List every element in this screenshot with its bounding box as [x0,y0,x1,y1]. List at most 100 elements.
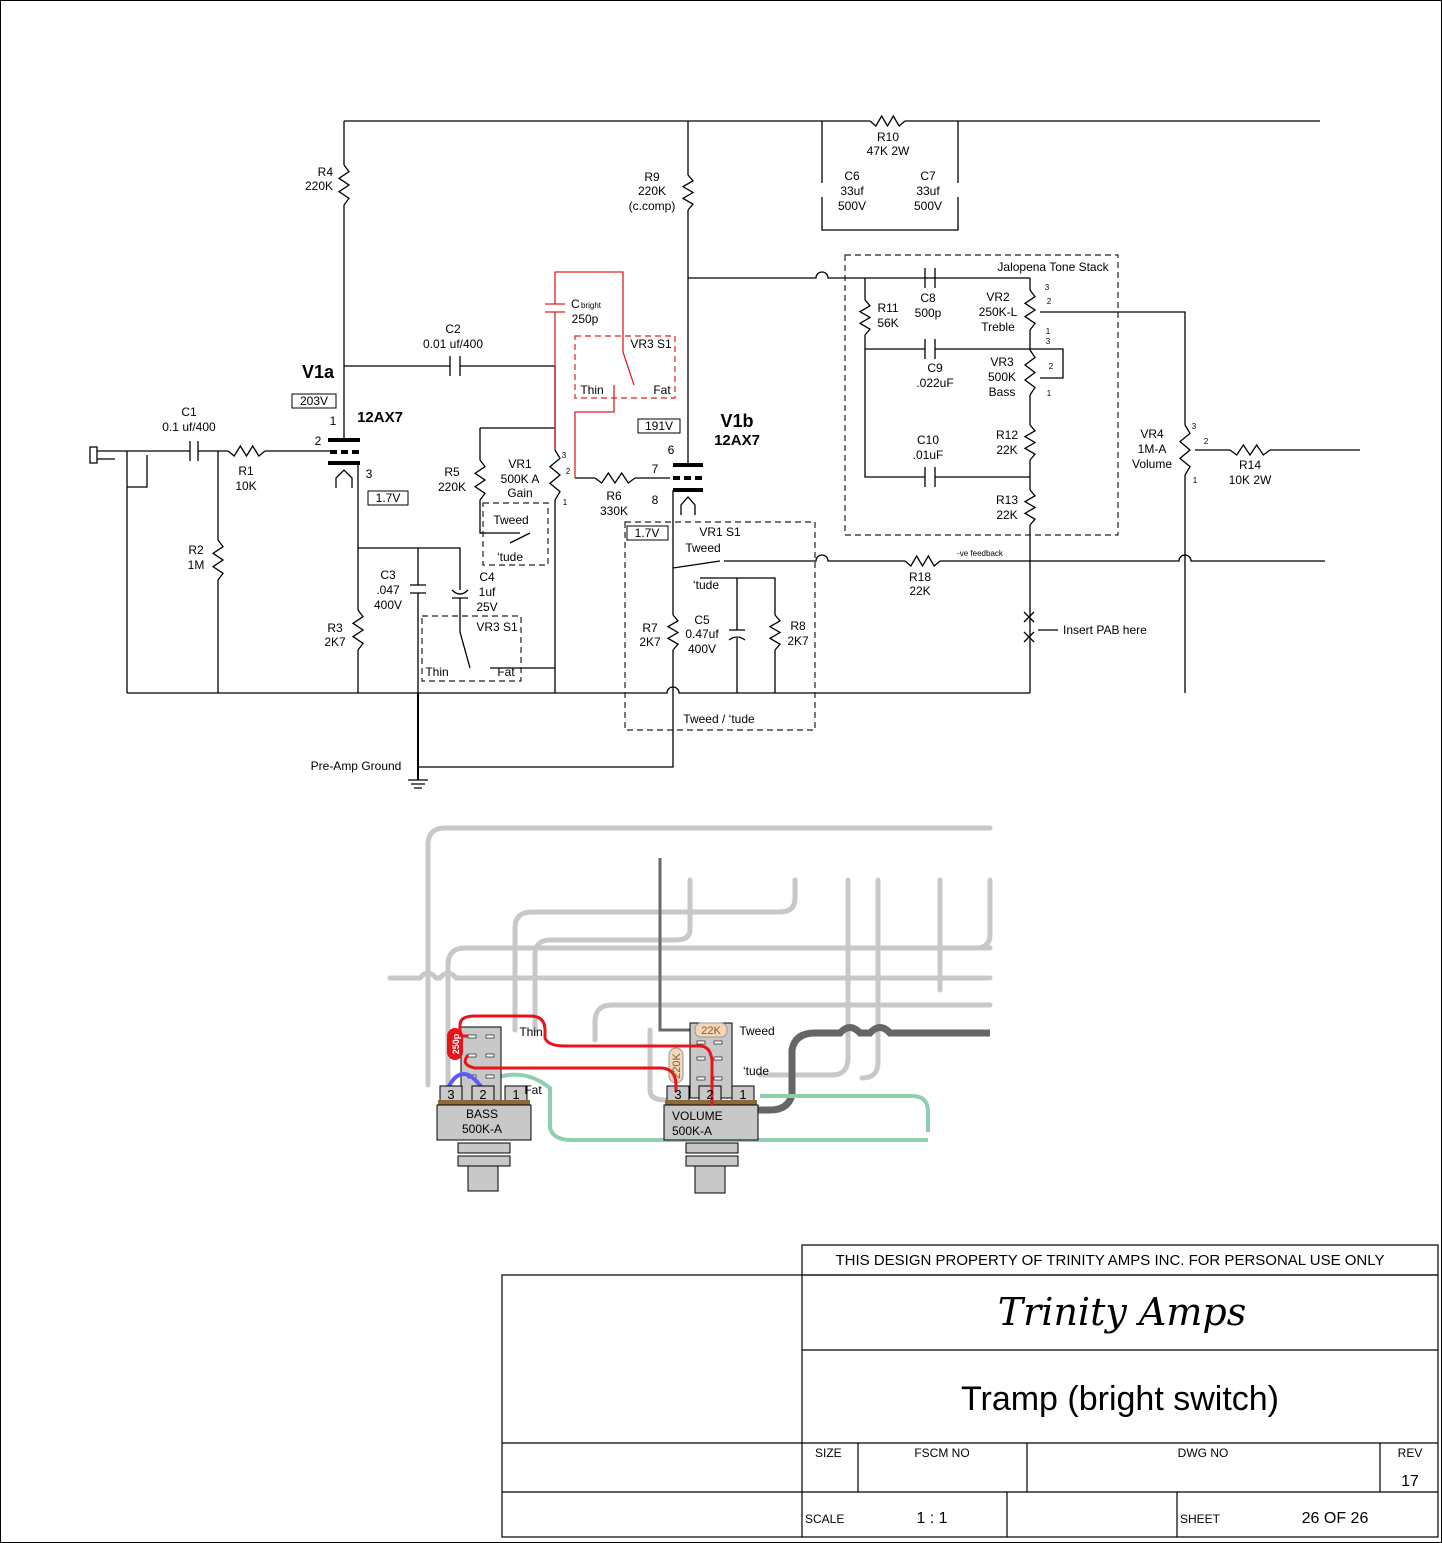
comp-vr4-2-label: Volume [1132,457,1172,471]
v1a-cathode-voltage-label: 1.7V [376,491,401,505]
comp-c4-2-label: 25V [476,600,497,614]
comp-c5-1-label: 0.47uf [685,627,719,641]
r6-resistor [594,471,636,485]
comp-c6-1-label: 33uf [840,184,864,198]
title-block-rev-label: 17 [1401,1473,1419,1490]
v1a-pins-0-label: 1 [330,414,337,428]
switch-boxes [291,254,1119,731]
v1a-pins-1-label: 2 [315,434,322,448]
v1a-pins-2-label: 3 [366,467,373,481]
comp-c4-0-label: C4 [479,570,495,584]
wiring-pins-2-label: 1 [512,1087,519,1102]
wiring-volume-pot-1-label: 500K-A [672,1124,712,1138]
comp-r9-0-label: R9 [644,170,660,184]
comp-cbright-1-label: bright [581,301,602,310]
wiring-pins-0-label: 3 [674,1087,681,1102]
comp-r14-1-label: 10K 2W [1229,473,1272,487]
comp-c10-1-label: .01uF [913,448,944,462]
comp-r2-1-label: 1M [188,558,205,572]
v1b-cathode-voltage-label: 1.7V [635,526,660,540]
switches-tweed-tude-box-label: Tweed / ‘tude [683,712,755,726]
comp-r11-1-label: 56K [877,316,898,330]
pot-pins-1-label: 2 [1049,362,1054,371]
wiring-pins-2-label: 1 [739,1087,746,1102]
comp-c3-1-label: .047 [376,583,400,597]
comp-c4-1-label: 1uf [479,585,496,599]
switches-vr3-s1-bright-label-label: VR3 S1 [630,337,672,351]
wiring-pins-1-label: 2 [706,1087,713,1102]
switches-vr3-s1-lower-label-label: VR3 S1 [476,620,518,634]
title-block-dwg-label-label: DWG NO [1178,1446,1229,1460]
comp-r18-0-label: R18 [909,570,931,584]
comp-vr3-0-label: VR3 [990,355,1014,369]
switches-vr3-s1-lower-thin-label: Thin [425,665,448,679]
vr3-resistor [1023,349,1037,396]
pot-pins-1-label: 2 [566,467,571,476]
pot-pins-1-label: 2 [1047,297,1052,306]
labels-insert-pab-label: Insert PAB here [1063,623,1147,637]
comp-r13-0-label: R13 [996,493,1018,507]
wiring-thin-label: Thin [519,1025,542,1039]
comp-r10-0-label: R10 [877,130,899,144]
r1-resistor [227,444,266,458]
comp-c9-1-label: .022uF [916,376,953,390]
comp-r8-0-label: R8 [790,619,806,633]
comp-vr4-0-label: VR4 [1140,427,1164,441]
comp-c5-2-label: 400V [688,642,716,656]
labels-tone-stack-label: Jalopena Tone Stack [997,260,1109,274]
v1b-plate-voltage-label: 191V [645,419,673,433]
pot-pins-0-label: 3 [1045,283,1050,292]
v1b-pins-0-label: 6 [668,443,675,457]
comp-vr2-1-label: 250K-L [979,305,1018,319]
title-block-sheet-label: 26 OF 26 [1302,1510,1369,1527]
comp-r3-0-label: R3 [327,621,343,635]
schematic-wires [89,120,1360,789]
title-block-scale-label-label: SCALE [805,1512,844,1526]
r5-resistor [473,459,487,501]
comp-c10-0-label: C10 [917,433,939,447]
labels-neg-feedback-label: -ve feedback [957,549,1004,558]
comp-r7-1-label: 2K7 [639,635,661,649]
comp-r18-1-label: 22K [909,584,930,598]
switches-vr1-s1-right-label-label: VR1 S1 [699,525,741,539]
comp-c7-2-label: 500V [914,199,942,213]
vr2-resistor [1023,289,1037,331]
comp-cbright-2-label: 250p [572,312,599,326]
pot-pins-0-label: 3 [1192,422,1197,431]
comp-r11-0-label: R11 [877,301,898,315]
r12-resistor [1023,424,1037,461]
title-block-sheet-label-label: SHEET [1180,1512,1221,1526]
wiring-bass-pot-1-label: 500K-A [462,1122,502,1136]
comp-r13-1-label: 22K [996,508,1017,522]
comp-c7-0-label: C7 [920,169,936,183]
comp-r12-0-label: R12 [996,428,1018,442]
comp-vr1-2-label: Gain [507,486,532,500]
r9-resistor [681,174,695,211]
comp-r4-0-label: R4 [318,165,334,179]
v1b-tube-label: 12AX7 [714,432,760,449]
title-block-size-label-label: SIZE [815,1446,842,1460]
pot-pins-0-label: 3 [1046,337,1051,346]
resistors [211,114,1271,651]
comp-r5-1-label: 220K [438,480,466,494]
comp-vr3-2-label: Bass [989,385,1016,399]
wiring-cap-250p-label: 250p [451,1033,461,1054]
comp-r10-1-label: 47K 2W [867,144,910,158]
title-block-notice-label: THIS DESIGN PROPERTY OF TRINITY AMPS INC… [835,1252,1384,1269]
comp-vr2-0-label: VR2 [986,290,1010,304]
title-block-title-label: Tramp (bright switch) [961,1380,1279,1418]
comp-vr1-1-label: 500K A [501,472,540,486]
r10-resistor [869,114,906,128]
title-block-logo-label: Trinity Amps [998,1290,1246,1334]
comp-c6-2-label: 500V [838,199,866,213]
labels-preamp-ground-label: Pre-Amp Ground [311,759,402,773]
comp-c6-0-label: C6 [844,169,860,183]
switches-vr3-s1-lower-fat-label: Fat [497,665,515,679]
r18-resistor [904,554,941,568]
comp-vr4-1-label: 1M-A [1138,442,1167,456]
vr4-resistor [1178,424,1192,476]
comp-c7-1-label: 33uf [916,184,940,198]
v1b-pins-2-label: 8 [652,493,659,507]
wiring-pins-1-label: 2 [479,1087,486,1102]
